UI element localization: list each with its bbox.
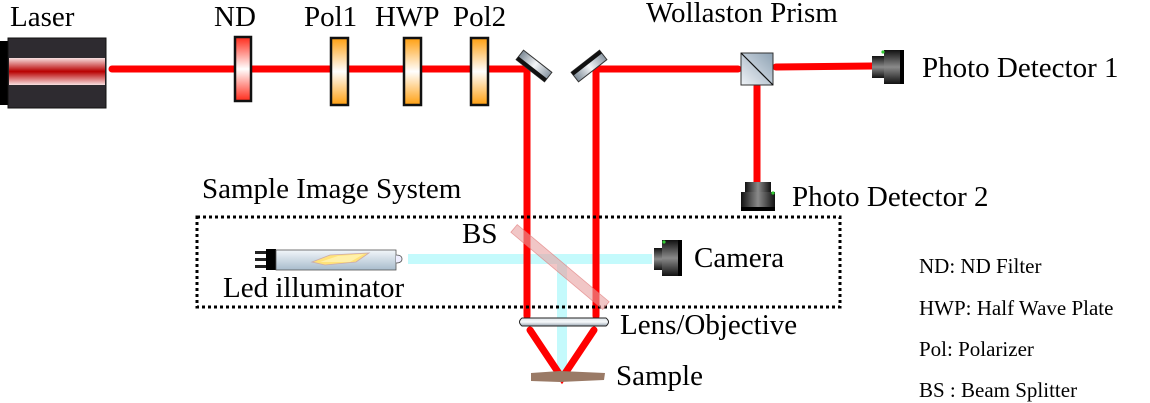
legend-item: BS : Beam Splitter — [919, 378, 1077, 402]
photo-detector-1[interactable] — [872, 50, 904, 84]
label-photo-detector-2: Photo Detector 2 — [792, 181, 989, 213]
label-nd: ND — [214, 1, 256, 33]
laser-core — [9, 58, 105, 85]
label-photo-detector-1: Photo Detector 1 — [922, 52, 1119, 84]
label-sample: Sample — [616, 360, 703, 392]
label-hwp: HWP — [375, 1, 439, 33]
laser-beam-to-pd1 — [772, 62, 876, 71]
laser-source[interactable] — [0, 37, 107, 109]
lens-objective[interactable] — [519, 317, 609, 327]
half-wave-plate[interactable] — [402, 36, 423, 107]
laser-back-plate — [0, 41, 9, 105]
camera[interactable] — [654, 240, 682, 276]
label-laser: Laser — [10, 1, 75, 33]
legend-item: HWP: Half Wave Plate — [919, 296, 1113, 320]
mirror-1[interactable] — [515, 49, 553, 83]
nd-filter[interactable] — [233, 35, 253, 103]
sample[interactable] — [531, 371, 605, 382]
indicator-led — [662, 240, 666, 244]
label-lens-objective: Lens/Objective — [620, 309, 797, 341]
beam-splitter[interactable] — [510, 224, 610, 310]
label-sample-image-system: Sample Image System — [202, 173, 462, 205]
label-led-illuminator: Led illuminator — [223, 272, 405, 304]
label-wollaston-prism: Wollaston Prism — [646, 0, 838, 29]
legend-item: Pol: Polarizer — [919, 337, 1034, 361]
photo-detector-2[interactable] — [741, 182, 775, 211]
led-illuminator[interactable] — [255, 249, 403, 271]
label-pol1: Pol1 — [304, 1, 357, 33]
legend-item: ND: ND Filter — [919, 254, 1042, 278]
legend: ND: ND Filter HWP: Half Wave Plate Pol: … — [919, 254, 1113, 402]
label-bs: BS — [462, 218, 497, 250]
wollaston-prism[interactable] — [740, 52, 774, 86]
laser-beam — [108, 62, 876, 385]
label-pol2: Pol2 — [453, 1, 506, 33]
polarizer-1[interactable] — [329, 36, 350, 107]
indicator-led — [881, 50, 885, 54]
label-camera: Camera — [694, 242, 784, 274]
mirror-2[interactable] — [570, 49, 608, 83]
indicator-led — [771, 191, 775, 195]
polarizer-2[interactable] — [469, 36, 490, 107]
